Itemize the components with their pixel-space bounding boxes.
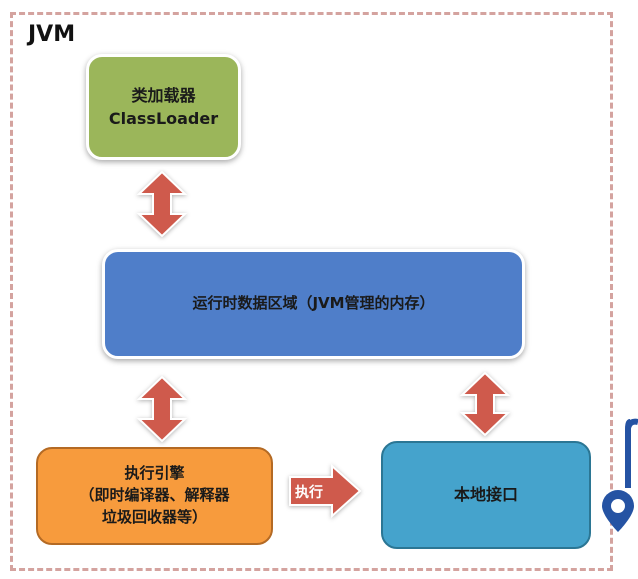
double-arrow-runtime-engine — [136, 375, 188, 443]
runtime-data-area-label: 运行时数据区域（JVM管理的内存） — [192, 294, 435, 313]
classloader-label-cn: 类加载器 — [131, 85, 196, 105]
execution-engine-detail-1: （即时编译器、解释器 — [79, 486, 230, 505]
jvm-boundary — [10, 12, 613, 571]
execution-engine-box: 执行引擎 （即时编译器、解释器 垃圾回收器等） — [36, 447, 273, 545]
location-pin-icon — [602, 418, 638, 532]
execution-engine-detail-2: 垃圾回收器等） — [101, 507, 207, 526]
native-interface-label: 本地接口 — [453, 485, 518, 505]
diagram-title: JVM — [28, 22, 76, 47]
execution-engine-label: 执行引擎 — [124, 464, 185, 483]
classloader-box: 类加载器 ClassLoader — [86, 54, 241, 160]
double-arrow-runtime-native — [459, 371, 511, 437]
execute-arrow-label: 执行 — [295, 485, 323, 501]
native-interface-box: 本地接口 — [381, 441, 591, 549]
runtime-data-area-box: 运行时数据区域（JVM管理的内存） — [102, 249, 525, 359]
execute-arrow — [289, 463, 362, 519]
classloader-label-en: ClassLoader — [108, 109, 219, 128]
double-arrow-classloader-runtime — [136, 170, 188, 238]
